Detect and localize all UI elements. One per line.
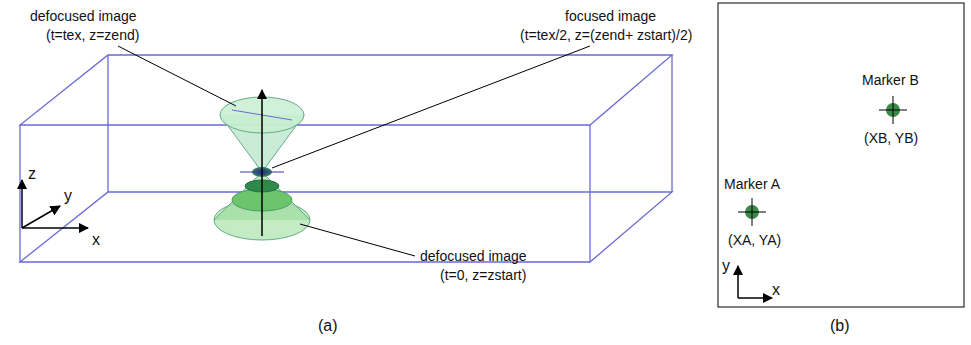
panel-label: (a) [318, 318, 338, 334]
callout-condition: (t=0, z=zstart) [440, 267, 526, 283]
image-frame [718, 3, 964, 307]
callout-text: defocused image [30, 8, 137, 24]
axis-label: y [64, 188, 72, 204]
callout-condition: (t=tex/2, z=(zend+ zstart)/2) [520, 27, 692, 43]
callout-text: focused image [565, 8, 656, 24]
coordinate-label: (XB, YB) [864, 130, 918, 146]
marker-a [738, 198, 766, 226]
leader-lines [118, 46, 590, 256]
marker-b [879, 96, 907, 124]
axis-label: x [772, 282, 780, 298]
marker-label: Marker B [862, 72, 919, 88]
panel-label: (b) [830, 318, 850, 334]
axes-b [738, 266, 772, 298]
axis-label: z [28, 166, 36, 182]
marker-label: Marker A [724, 176, 780, 192]
axis-label: x [92, 232, 100, 248]
axes-a [22, 180, 88, 228]
axis-label: y [722, 258, 730, 274]
volume-box [20, 55, 672, 262]
callout-text: defocused image [420, 248, 527, 264]
callout-condition: (t=tex, z=zend) [46, 27, 139, 43]
scan-arrow [261, 90, 263, 236]
coordinate-label: (XA, YA) [728, 232, 781, 248]
